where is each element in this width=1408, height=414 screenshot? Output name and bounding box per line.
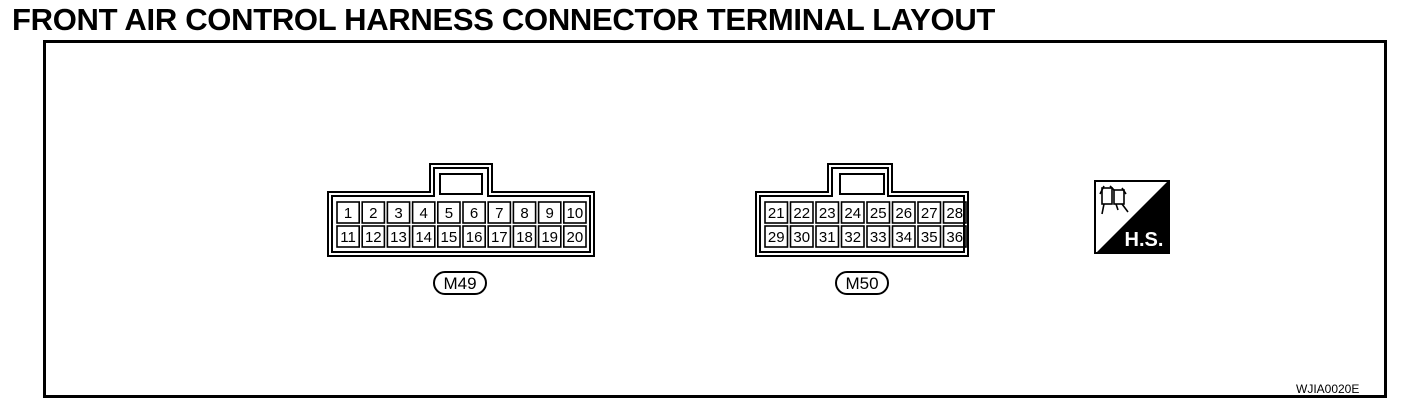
pin-number: 22 xyxy=(793,205,810,222)
hs-badge: H.S. xyxy=(1094,180,1170,254)
pin-cell xyxy=(336,225,361,248)
pin-number: 28 xyxy=(946,205,963,222)
pin-cell xyxy=(917,201,942,224)
pin-cell xyxy=(563,225,587,248)
pin-cell xyxy=(789,225,814,248)
pin-number: 29 xyxy=(768,229,785,246)
pin-cell xyxy=(537,225,562,248)
pin-cell xyxy=(512,201,537,224)
pin-cell xyxy=(462,201,487,224)
pin-grid: 21 22 23 24 25 26 27 28 29 30 31 32 33 34 35 36 xyxy=(764,201,967,248)
pin-cell xyxy=(764,201,789,224)
connector-m50: 21 22 23 24 25 26 27 28 29 30 31 32 33 34 35 36 M50 xyxy=(755,163,969,295)
pin-cell xyxy=(437,201,461,224)
pin-number: 34 xyxy=(895,229,912,246)
connector-label: M50 xyxy=(845,274,878,293)
pin-number: 5 xyxy=(445,205,453,222)
pin-number: 15 xyxy=(441,229,458,246)
pin-number: 12 xyxy=(365,229,382,246)
pin-cell xyxy=(437,225,461,248)
pin-cell xyxy=(411,225,436,248)
pin-number: 27 xyxy=(921,205,938,222)
pin-number: 35 xyxy=(921,229,938,246)
pin-cell xyxy=(942,225,967,248)
pin-cell xyxy=(512,225,537,248)
pin-cell xyxy=(917,225,942,248)
pin-cell xyxy=(487,201,512,224)
pin-number: 14 xyxy=(415,229,432,246)
pin-number: 20 xyxy=(567,229,584,246)
pin-cell xyxy=(866,225,891,248)
pin-number: 32 xyxy=(844,229,861,246)
pin-number: 10 xyxy=(567,205,584,222)
hs-label: H.S. xyxy=(1125,229,1164,251)
pin-cell xyxy=(891,225,916,248)
pin-number: 36 xyxy=(946,229,963,246)
pin-cell xyxy=(840,225,865,248)
pin-number: 6 xyxy=(470,205,478,222)
pin-cell xyxy=(891,201,916,224)
pin-cell xyxy=(840,201,865,224)
pin-cell xyxy=(866,201,891,224)
pin-cell xyxy=(789,201,814,224)
pin-cell xyxy=(815,225,840,248)
pin-number: 21 xyxy=(768,205,785,222)
pin-cell xyxy=(361,201,386,224)
pin-cell xyxy=(411,201,436,224)
diagram-frame xyxy=(43,40,1387,398)
pin-number: 9 xyxy=(546,205,554,222)
pin-number: 23 xyxy=(819,205,836,222)
pin-number: 4 xyxy=(420,205,428,222)
pin-number: 17 xyxy=(491,229,508,246)
pin-cell xyxy=(537,201,562,224)
pin-number: 31 xyxy=(819,229,836,246)
harness-side-connector-icon xyxy=(1099,185,1129,215)
pin-cell xyxy=(336,201,361,224)
pin-number: 24 xyxy=(844,205,861,222)
pin-number: 16 xyxy=(466,229,483,246)
pin-cell xyxy=(815,201,840,224)
pin-number: 3 xyxy=(394,205,402,222)
pin-number: 1 xyxy=(344,205,352,222)
pin-cell xyxy=(462,225,487,248)
pin-cell xyxy=(361,225,386,248)
pin-number: 26 xyxy=(895,205,912,222)
figure-code: WJIA0020E xyxy=(1296,382,1360,396)
pin-number: 7 xyxy=(495,205,503,222)
page-title: FRONT AIR CONTROL HARNESS CONNECTOR TERM… xyxy=(12,2,996,37)
pin-number: 11 xyxy=(340,229,356,246)
pin-number: 2 xyxy=(369,205,377,222)
pin-number: 18 xyxy=(516,229,533,246)
pin-cell xyxy=(764,225,789,248)
pin-cell xyxy=(386,201,411,224)
connector-label: M49 xyxy=(443,274,476,293)
pin-number: 25 xyxy=(870,205,887,222)
pin-cell xyxy=(563,201,587,224)
pin-number: 8 xyxy=(520,205,528,222)
pin-cell xyxy=(942,201,967,224)
pin-cell xyxy=(386,225,411,248)
pin-number: 19 xyxy=(541,229,558,246)
pin-number: 13 xyxy=(390,229,407,246)
pin-number: 33 xyxy=(870,229,887,246)
pin-cell xyxy=(487,225,512,248)
pin-number: 30 xyxy=(793,229,810,246)
